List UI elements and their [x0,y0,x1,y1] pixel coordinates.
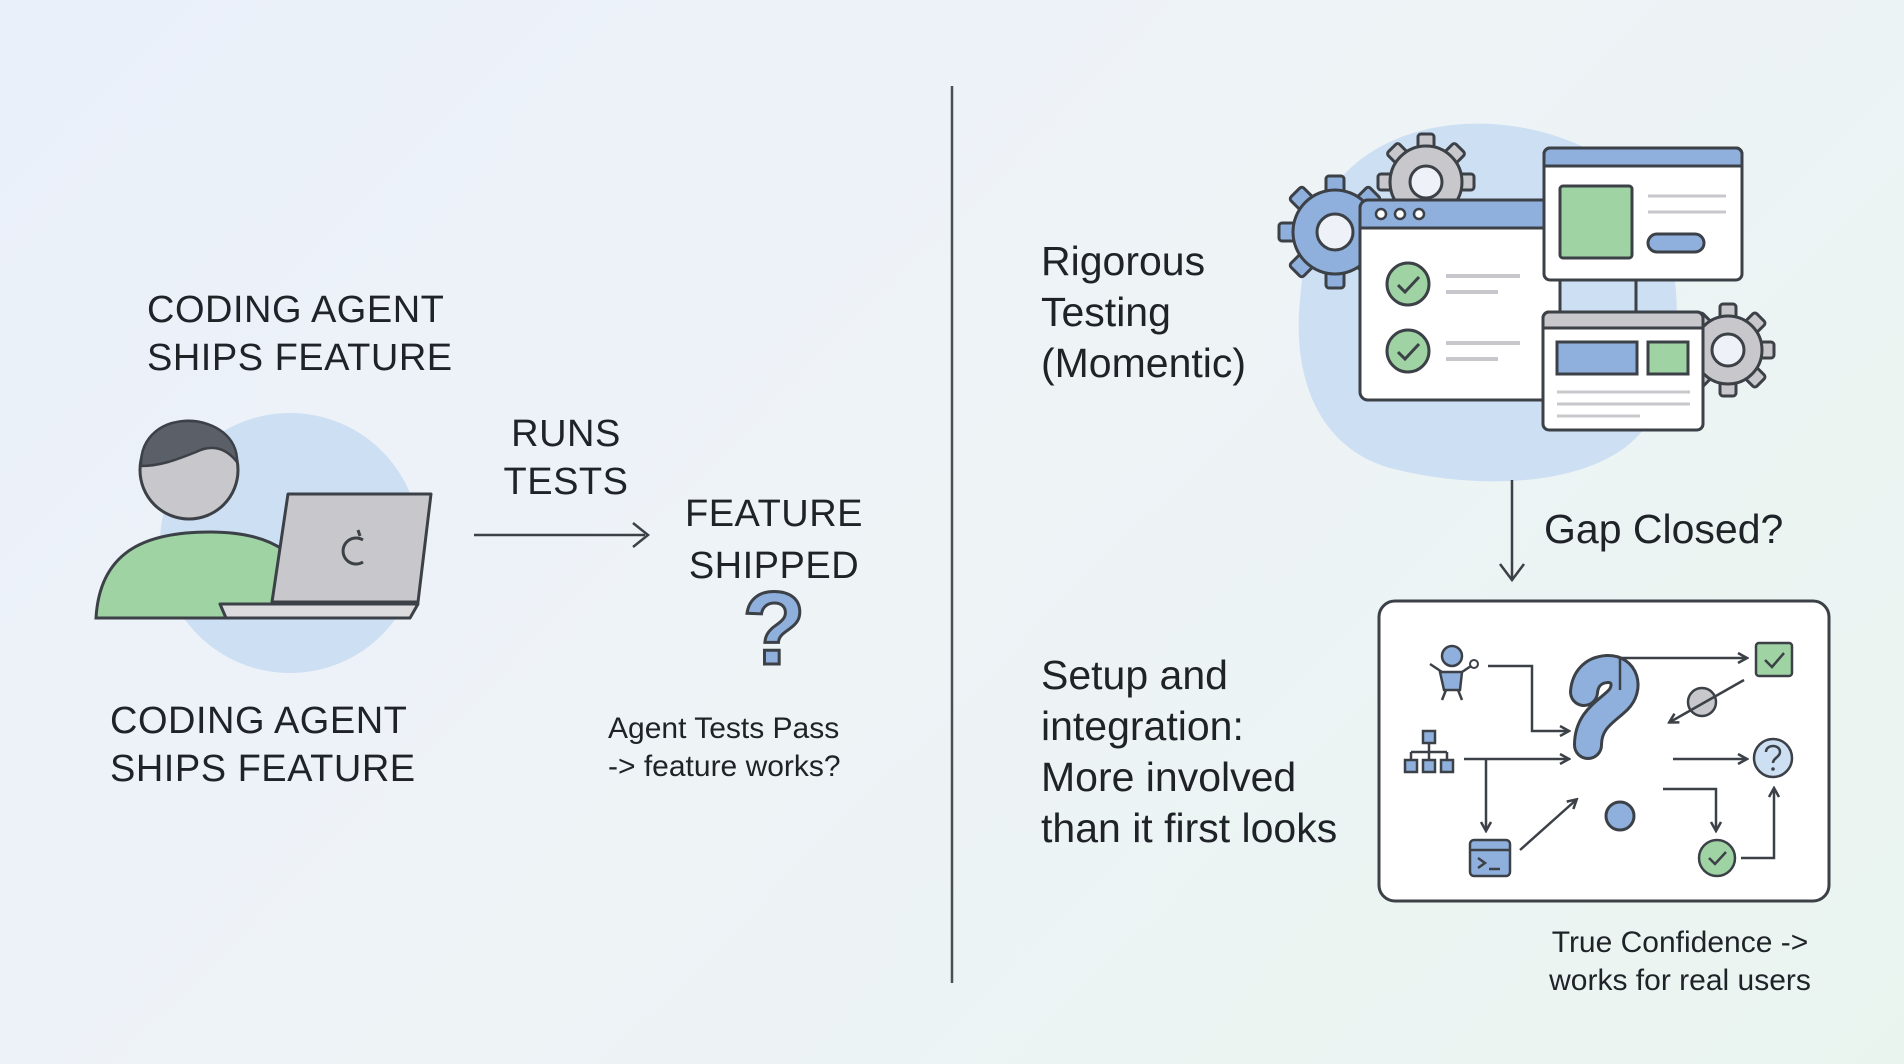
testing-illustration [1277,123,1776,482]
agent-bottom-title-line: CODING AGENT [110,700,408,742]
agent-top-title: CODING AGENT SHIPS FEATURE [147,286,467,382]
setup-integration-line: than it first looks [1041,805,1338,851]
gear-icon [1277,174,1393,290]
feature-shipped-line: FEATURE [684,493,864,535]
rigorous-testing-line: Rigorous [1041,238,1206,284]
setup-integration-line: Setup and [1041,652,1228,698]
setup-integration-label: Setup and integration: More involved tha… [1041,650,1381,854]
setup-integration-line: integration: [1041,703,1244,749]
flow-arrows [1464,658,1774,860]
laptop-icon [218,492,433,620]
feature-shipped-line: SHIPPED [688,545,860,587]
agent-tests-note: Agent Tests Pass -> feature works? [608,710,888,786]
agent-tests-note-line: -> feature works? [608,750,841,783]
runs-tests-line: RUNS [511,413,621,455]
flow-node [1686,686,1718,718]
true-confidence-line: works for real users [1549,964,1811,997]
check-circle-icon [1385,328,1431,374]
runs-tests-label: RUNS TESTS [486,410,646,506]
runs-tests-arrow [474,522,651,548]
setup-integration-line: More involved [1041,754,1297,800]
agent-top-title-line: SHIPS FEATURE [147,337,453,379]
rigorous-testing-line: (Momentic) [1041,340,1247,386]
agent-tests-note-line: Agent Tests Pass [608,712,840,745]
true-confidence-line: True Confidence -> [1551,926,1809,959]
question-icon [1569,654,1640,832]
true-confidence-note: True Confidence -> works for real users [1510,924,1850,1000]
robot-icon [1429,644,1479,701]
gap-arrow [1499,480,1525,583]
feature-shipped-label: FEATURE SHIPPED [672,488,876,592]
integration-flow-box [1377,599,1831,903]
runs-tests-line: TESTS [503,461,629,503]
browser-window-icon [1541,310,1705,432]
agent-illustration [94,413,433,673]
gear-icon [1680,302,1776,398]
check-circle-icon [1385,261,1431,307]
agent-bottom-title-line: SHIPS FEATURE [110,748,416,790]
browser-window-icon [1358,198,1562,402]
terminal-icon [1468,838,1512,878]
rigorous-testing-line: Testing [1041,289,1171,335]
hierarchy-icon [1403,729,1455,774]
user-avatar-icon [94,419,322,620]
shipped-question-icon: ? [741,571,808,687]
check-circle-icon [1697,838,1737,878]
help-circle-icon [1752,737,1794,779]
agent-bottom-title: CODING AGENT SHIPS FEATURE [110,697,430,793]
checkbox-icon [1754,641,1794,678]
browser-window-icon [1542,146,1744,282]
rigorous-testing-label: Rigorous Testing (Momentic) [1041,236,1301,389]
agent-top-title-line: CODING AGENT [147,289,445,331]
gap-closed-label: Gap Closed? [1544,506,1784,552]
